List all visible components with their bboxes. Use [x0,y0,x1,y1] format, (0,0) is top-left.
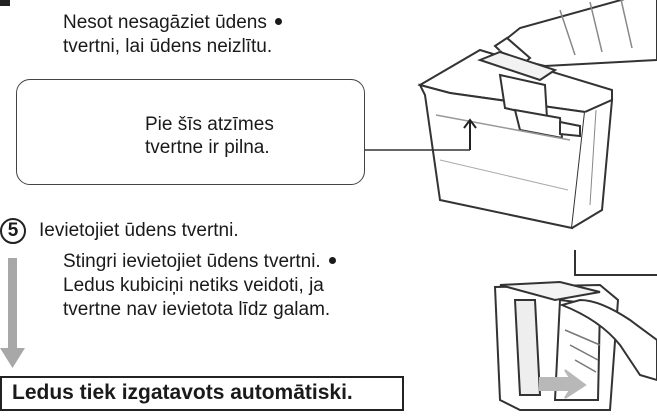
previous-step-marker [0,0,10,6]
ice-maker-illustration [493,250,657,411]
note-carry-tank: Nesot nesagāziet ūdens [63,11,282,34]
bullet-icon [274,18,282,25]
step-title: Ievietojiet ūdens tvertni. [39,220,239,241]
callout-line1: Pie šīs atzīmes [145,114,274,135]
step-detail-line3: tvertne nav ievietota līdz galam. [63,299,331,320]
flow-arrow [0,258,25,368]
fill-mark-callout [16,79,365,185]
water-tank-illustration [417,48,614,230]
fill-mark-arrow [463,118,477,150]
step-number-badge: 5 [0,218,26,244]
step-detail-line2: Ledus kubiciņi netiks veidoti, ja [63,275,324,296]
bullet-icon [328,257,336,264]
step-detail-line1: Stingri ievietojiet ūdens tvertni. [63,250,336,273]
step-detail-line1-text: Stingri ievietojiet ūdens tvertni. [63,251,321,272]
note-carry-tank-line1: Nesot nesagāziet ūdens [63,12,267,33]
callout-line2: tvertne ir pilna. [145,137,270,158]
summary-box: Ledus tiek izgatavots automātiski. [0,376,404,411]
note-carry-tank-line2: tvertni, lai ūdens neizlītu. [63,36,273,57]
